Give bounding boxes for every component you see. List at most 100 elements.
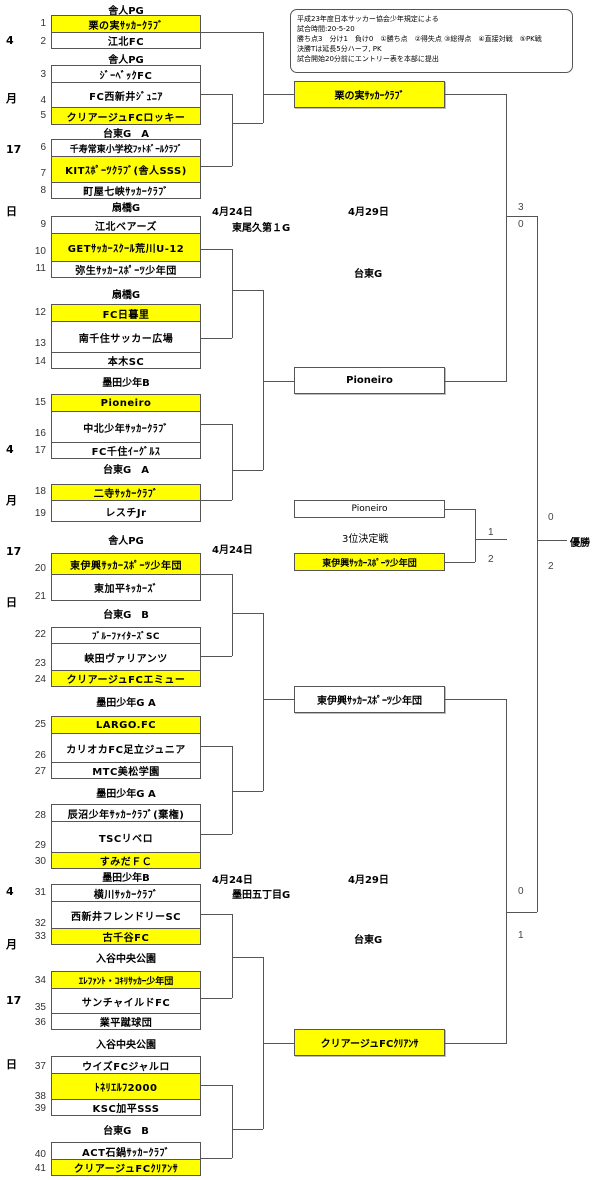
bracket-line [201,656,232,657]
team-box: 古千谷FC [51,928,201,945]
semifinal-score: 0 [518,886,524,897]
team-box: FC西新井ｼﾞｭﾆｱ [51,82,201,108]
team-box: クリアージュFCロッキー [51,107,201,125]
team-number: 33 [34,931,46,942]
team-box: クリアージュFCエミュー [51,670,201,687]
final-score: 0 [548,512,554,523]
bracket-line [445,381,506,382]
third-place-score-a: 1 [488,527,494,538]
third-place-score-b: 2 [488,554,494,565]
bracket-line [537,540,567,541]
round-venue-label: 台東G [354,935,383,946]
side-date-month-char: 月 [6,938,17,951]
notes-line: 試合開始20分前にエントリー表を本部に提出 [297,55,439,63]
team-number: 28 [34,810,46,821]
bracket-line [201,574,232,575]
team-box: ウイズFCジャルロ [51,1056,201,1074]
bracket-line [445,509,475,510]
venue-label: 台東G B [103,1126,149,1137]
bracket-line [232,249,233,338]
team-box: ACT石鍋ｻｯｶｰｸﾗﾌﾞ [51,1142,201,1160]
team-number: 25 [34,719,46,730]
team-box: 峡田ヴァリアンツ [51,643,201,671]
venue-label: 墨田少年G A [96,698,156,709]
team-box: LARGO.FC [51,716,201,734]
bracket-line [445,1043,506,1044]
qf-winner-box: 東伊興ｻｯｶｰｽﾎﾟｰﾂ少年団 [294,686,445,713]
side-date-day-char: 日 [6,205,17,218]
venue-label: 墨田少年B [102,873,150,884]
team-number: 5 [40,110,46,121]
venue-label: 墨田少年B [102,378,150,389]
team-box: 横川ｻｯｶｰｸﾗﾌﾞ [51,884,201,902]
round-date-label: 4月24日 [212,545,253,556]
bracket-line [201,998,232,999]
team-number: 32 [34,918,46,929]
team-box: 本木SC [51,352,201,369]
team-number: 24 [34,674,46,685]
bracket-line [201,94,232,95]
bracket-line [475,539,507,540]
third-place-team-b: 東伊興ｻｯｶｰｽﾎﾟｰﾂ少年団 [294,553,445,571]
team-box: 二寺ｻｯｶｰｸﾗﾌﾞ [51,484,201,501]
team-number: 20 [34,563,46,574]
team-number: 27 [34,766,46,777]
team-number: 3 [40,69,46,80]
team-number: 16 [34,428,46,439]
team-box: 千寿常東小学校ﾌｯﾄﾎﾞｰﾙｸﾗﾌﾞ [51,139,201,157]
bracket-line [201,166,232,167]
team-box: ｼﾞｰﾍﾞｯｸFC [51,65,201,83]
bracket-line [232,914,233,998]
side-date-month-number: 4 [6,443,14,456]
team-number: 10 [34,246,46,257]
venue-label: 入谷中央公園 [96,1040,156,1051]
venue-label: 扇橋G [111,203,141,214]
team-number: 1 [40,18,46,29]
team-box: 弥生ｻｯｶｰｽﾎﾟｰﾂ少年団 [51,261,201,278]
round-date-label: 4月29日 [348,875,389,886]
champion-label: 優勝 [570,538,590,549]
round-venue-label: 台東G [354,269,383,280]
team-box: 町屋七峡ｻｯｶｰｸﾗﾌﾞ [51,182,201,199]
side-date-day-char: 日 [6,596,17,609]
round-venue-label: 東尾久第１G [232,223,291,234]
qf-winner-box: クリアージュFCｸﾘｱﾝｻ [294,1029,445,1056]
bracket-line [263,1043,294,1044]
bracket-line [263,94,294,95]
bracket-line [506,94,507,382]
side-date-day-number: 17 [6,143,22,156]
semifinal-score: 0 [518,219,524,230]
side-date-day-char: 日 [6,1058,17,1071]
team-box: すみだＦＣ [51,852,201,869]
bracket-line [475,509,476,562]
bracket-line [232,1085,233,1158]
venue-label: 墨田少年G A [96,789,156,800]
team-number: 38 [34,1091,46,1102]
bracket-line [201,500,232,501]
bracket-line [232,290,263,291]
team-box: ﾌﾞﾙｰﾌｧｲﾀｰｽﾞSC [51,627,201,644]
team-number: 8 [40,185,46,196]
team-box: TSCリベロ [51,821,201,853]
round-date-label: 4月24日 [212,875,253,886]
team-number: 14 [34,356,46,367]
third-place-team-a: Pioneiro [294,500,445,518]
bracket-line [263,381,294,382]
team-box: 中北少年ｻｯｶｰｸﾗﾌﾞ [51,411,201,443]
team-number: 15 [34,397,46,408]
bracket-line [263,699,294,700]
venue-label: 台東G A [103,465,149,476]
team-number: 36 [34,1017,46,1028]
notes-line: 勝ち点3 分け1 負け0 ①勝ち点 ②得失点 ③総得点 ④直接対戦 ⑤PK戦 [297,35,542,43]
bracket-line [201,834,232,835]
team-number: 2 [40,36,46,47]
team-number: 12 [34,307,46,318]
team-box: FC千住ｲｰｸﾞﾙｽ [51,442,201,459]
team-number: 17 [34,445,46,456]
bracket-line [232,957,263,958]
bracket-line [445,94,506,95]
team-number: 29 [34,840,46,851]
team-box: GETｻｯｶｰｽｸｰﾙ荒川U-12 [51,233,201,262]
team-number: 39 [34,1103,46,1114]
side-date-month-char: 月 [6,494,17,507]
